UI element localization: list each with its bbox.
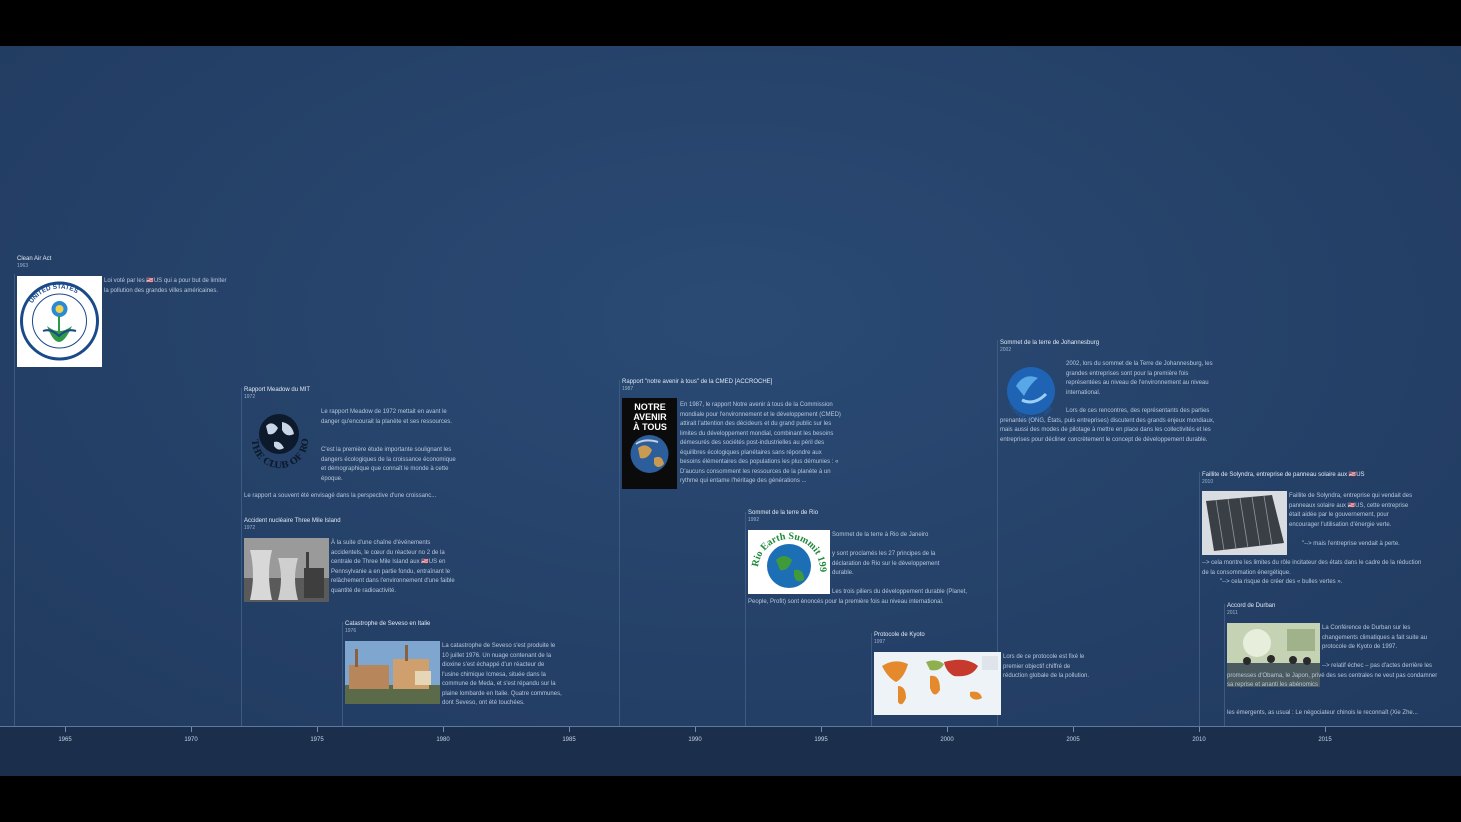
event-year: 1972 — [244, 394, 256, 400]
event-year: 1987 — [622, 386, 634, 392]
event-description-2: --> relatif échec – pas d'actes derrière… — [1227, 663, 1438, 688]
event-title: Clean Air Act — [17, 256, 52, 262]
event-meadow-report[interactable]: Rapport Meadow du MIT 1972 — [244, 387, 310, 400]
solar-panel-photo-icon[interactable] — [1202, 491, 1287, 555]
event-year: 1963 — [17, 263, 29, 269]
book-cover-line-3: À TOUS — [633, 422, 667, 432]
guide-line — [1224, 604, 1225, 726]
event-durban-accord[interactable]: Accord de Durban 2011 — [1227, 603, 1275, 616]
guide-line — [745, 512, 746, 726]
event-description: La catastrophe de Seveso s'est produite … — [442, 643, 562, 706]
event-year: 1997 — [874, 639, 886, 645]
johannesburg-summit-logo-icon[interactable]: JOHANNESBURG 2002 — [1000, 360, 1062, 422]
axis-tick — [1199, 727, 1200, 732]
axis-tick-label: 2015 — [1318, 737, 1332, 743]
event-description: Faillite de Solyndra, entreprise qui ven… — [1289, 493, 1413, 528]
conference-photo-icon[interactable] — [1227, 623, 1320, 687]
book-cover-line-2: AVENIR — [633, 412, 667, 422]
nuclear-plant-photo-icon[interactable] — [244, 538, 329, 602]
event-title: Faillite de Solyndra, entreprise de pann… — [1202, 472, 1365, 478]
event-description-3: Le rapport a souvent été envisagé dans l… — [244, 493, 437, 499]
axis-tick — [65, 727, 66, 732]
event-title: Rapport "notre avenir à tous" de la CMED… — [622, 379, 773, 385]
axis-tick-label: 1985 — [562, 737, 576, 743]
event-description: 2002, lors du sommet de la Terre de Joha… — [1066, 361, 1213, 396]
event-year: 1972 — [244, 525, 256, 531]
factory-photo-icon[interactable] — [345, 641, 440, 704]
axis-tick-label: 1990 — [688, 737, 702, 743]
event-title: Accident nucléaire Three Mile Island — [244, 518, 341, 524]
axis-tick — [695, 727, 696, 732]
axis-tick — [443, 727, 444, 732]
event-description-3: les émergents, as usual : Le négociateur… — [1227, 710, 1418, 716]
rio-earth-summit-logo-icon[interactable]: Rio Earth Summit 1992 — [748, 530, 830, 594]
event-year: 2002 — [1000, 347, 1012, 353]
event-description-2: y sont proclamés les 27 principes de la … — [832, 551, 940, 576]
event-description: La Conférence de Durban sur les changeme… — [1322, 625, 1428, 650]
event-title: Rapport Meadow du MIT — [244, 387, 311, 393]
axis-tick — [947, 727, 948, 732]
axis-tick-label: 1975 — [310, 737, 324, 743]
event-description-3: --> cela montre les limites du rôle inci… — [1202, 560, 1422, 576]
event-rio-summit[interactable]: Sommet de la terre de Rio 1992 — [748, 510, 818, 523]
axis-tick-label: 1965 — [58, 737, 72, 743]
event-description-2: C'est la première étude importante souli… — [321, 447, 456, 482]
event-title: Catastrophe de Seveso en Italie — [345, 621, 431, 627]
event-solyndra[interactable]: Faillite de Solyndra, entreprise de pann… — [1202, 471, 1365, 485]
event-clean-air-act[interactable]: Clean Air Act 1963 — [17, 256, 51, 269]
event-description: En 1987, le rapport Notre avenir à tous … — [680, 402, 841, 484]
event-title: Accord de Durban — [1227, 603, 1276, 609]
event-year: 1976 — [345, 628, 357, 634]
axis-tick-label: 1970 — [184, 737, 198, 743]
event-description-2: Lors de ces rencontres, des représentant… — [1000, 408, 1215, 443]
axis-tick — [191, 727, 192, 732]
event-description: Lors de ce protocole est fixé le premier… — [1003, 654, 1090, 679]
event-title: Sommet de la terre de Rio — [748, 510, 819, 516]
event-description: À la suite d'une chaîne d'événements acc… — [331, 540, 455, 594]
guide-line — [241, 388, 242, 726]
time-axis[interactable]: 1965 1970 1975 1980 1985 1990 1995 2000 … — [0, 726, 1461, 776]
epa-seal-icon[interactable]: UNITED STATES — [17, 276, 102, 367]
event-description: Loi voté par les 🇺🇸US qui a pour but de … — [104, 278, 227, 294]
guide-line — [14, 274, 15, 726]
event-description: Sommet de la terre à Rio de Janeiro — [832, 532, 929, 538]
guide-line — [871, 633, 872, 726]
event-year: 2011 — [1227, 610, 1238, 616]
event-brundtland-report[interactable]: Rapport "notre avenir à tous" de la CMED… — [622, 379, 772, 392]
event-description-4: "--> cela risque de créer des « bulles v… — [1220, 579, 1343, 585]
event-year: 2010 — [1202, 479, 1214, 485]
event-description: Le rapport Meadow de 1972 mettait en ava… — [321, 409, 452, 425]
event-title: Protocole de Kyoto — [874, 632, 925, 638]
book-cover-icon[interactable]: NOTRE AVENIR À TOUS — [622, 398, 677, 489]
axis-tick — [569, 727, 570, 732]
guide-line — [342, 622, 343, 726]
event-seveso[interactable]: Catastrophe de Seveso en Italie 1976 — [345, 621, 430, 634]
club-of-rome-icon[interactable]: THE CLUB OF ROME — [244, 408, 318, 472]
event-description-3: Les trois piliers du développement durab… — [748, 589, 968, 605]
timeline-canvas[interactable]: Clean Air Act 1963 UNITED STATES Loi vot… — [0, 46, 1461, 726]
axis-tick — [317, 727, 318, 732]
axis-tick-label: 1980 — [436, 737, 450, 743]
axis-tick-label: 2010 — [1192, 737, 1206, 743]
event-kyoto-protocol[interactable]: Protocole de Kyoto 1997 — [874, 632, 925, 645]
guide-line — [1199, 472, 1200, 726]
guide-line — [619, 380, 620, 726]
axis-tick — [1073, 727, 1074, 732]
axis-tick-label: 2005 — [1066, 737, 1080, 743]
world-map-icon[interactable] — [874, 652, 1001, 715]
event-johannesburg-summit[interactable]: Sommet de la terre de Johannesburg 2002 — [1000, 340, 1099, 353]
axis-tick — [1325, 727, 1326, 732]
event-year: 1992 — [748, 517, 760, 523]
axis-tick-label: 2000 — [940, 737, 954, 743]
event-description-2: "--> mais l'entreprise vendait à perte. — [1302, 541, 1400, 547]
axis-tick — [821, 727, 822, 732]
axis-tick-label: 1995 — [814, 737, 828, 743]
guide-line — [997, 340, 998, 726]
book-cover-line-1: NOTRE — [634, 402, 666, 412]
event-title: Sommet de la terre de Johannesburg — [1000, 340, 1100, 346]
event-three-mile-island[interactable]: Accident nucléaire Three Mile Island 197… — [244, 518, 341, 531]
